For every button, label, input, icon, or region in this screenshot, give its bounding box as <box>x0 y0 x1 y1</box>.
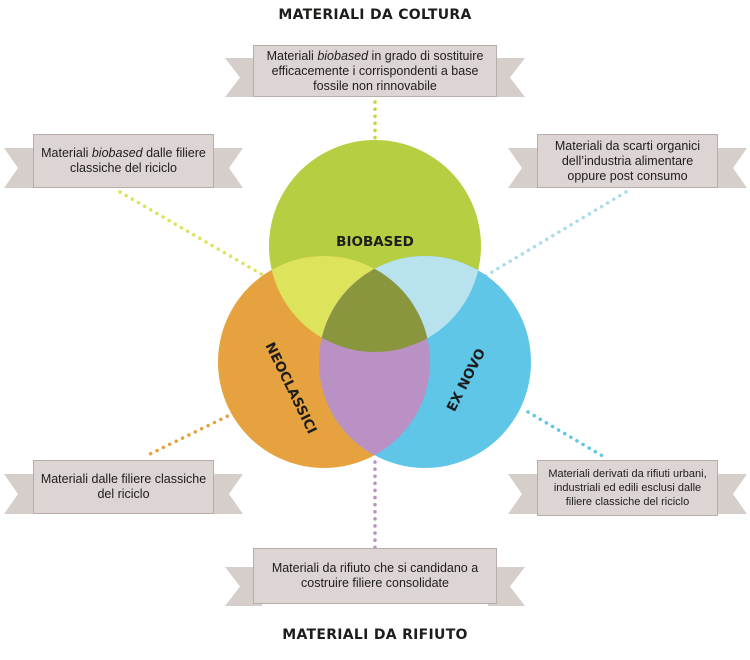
ribbon-tail-bottom-right <box>488 567 525 606</box>
callout-bottom: Materiali da rifiuto che si candidano a … <box>253 548 497 604</box>
callout-top-post: in grado di sostituire efficacemente i c… <box>271 48 484 93</box>
ribbon-tail-lower-left-right <box>208 474 243 514</box>
callout-top: Materiali biobased in grado di sostituir… <box>253 45 497 97</box>
callout-lower-left: Materiali dalle filiere classiche del ri… <box>33 460 214 514</box>
callout-lower-right-text: Materiali derivati da rifiuti urbani, in… <box>548 468 707 508</box>
callout-top-em: biobased <box>317 48 369 63</box>
overlap-group-center-inner <box>319 256 430 352</box>
connectors <box>118 100 628 557</box>
callout-top-pre: Materiali <box>266 48 318 63</box>
overlap-center <box>319 256 430 352</box>
overlap-group-center-outer <box>319 256 430 352</box>
connector-upper-right <box>480 190 628 280</box>
ribbon-tail-top-right <box>488 58 525 97</box>
ribbon-tail-upper-left-left <box>4 148 40 188</box>
ribbon-tail-bottom-left <box>225 567 262 606</box>
callout-upper-right-text: Materiali da scarti organici dell’indust… <box>554 138 701 183</box>
callout-top-text: Materiali biobased in grado di sostituir… <box>260 49 490 94</box>
connector-lower-right <box>526 410 608 460</box>
callout-upper-left-post: dalle filiere classiche del riciclo <box>70 146 206 175</box>
callout-lower-left-text: Materiali dalle filiere classiche del ri… <box>40 472 207 501</box>
callout-upper-left-em: biobased <box>91 146 143 160</box>
callout-upper-left-text: Materiali biobased dalle filiere classic… <box>40 146 207 176</box>
ribbon-tail-lower-left-left <box>4 474 40 514</box>
ribbon-tail-upper-right-right <box>712 148 747 188</box>
heading-materiali-da-coltura: MATERIALI DA COLTURA <box>278 7 472 23</box>
heading-materiali-da-rifiuto: MATERIALI DA RIFIUTO <box>282 627 468 643</box>
callout-upper-left-pre: Materiali <box>41 146 92 160</box>
connector-upper-left <box>118 190 270 280</box>
ribbons <box>4 58 747 606</box>
ribbon-tail-lower-right-right <box>712 474 747 514</box>
ribbon-tail-upper-left-right <box>208 148 243 188</box>
ribbon-tail-upper-right-left <box>508 148 544 188</box>
callout-upper-left: Materiali biobased dalle filiere classic… <box>33 134 214 188</box>
callout-lower-right: Materiali derivati da rifiuti urbani, in… <box>537 460 718 516</box>
ribbon-tail-lower-right-left <box>508 474 544 514</box>
callout-upper-right: Materiali da scarti organici dell’indust… <box>537 134 718 188</box>
ribbon-tail-top-left <box>225 58 262 97</box>
callout-bottom-text: Materiali da rifiuto che si candidano a … <box>271 561 479 590</box>
label-biobased: BIOBASED <box>336 234 414 250</box>
connector-lower-left <box>146 408 242 457</box>
